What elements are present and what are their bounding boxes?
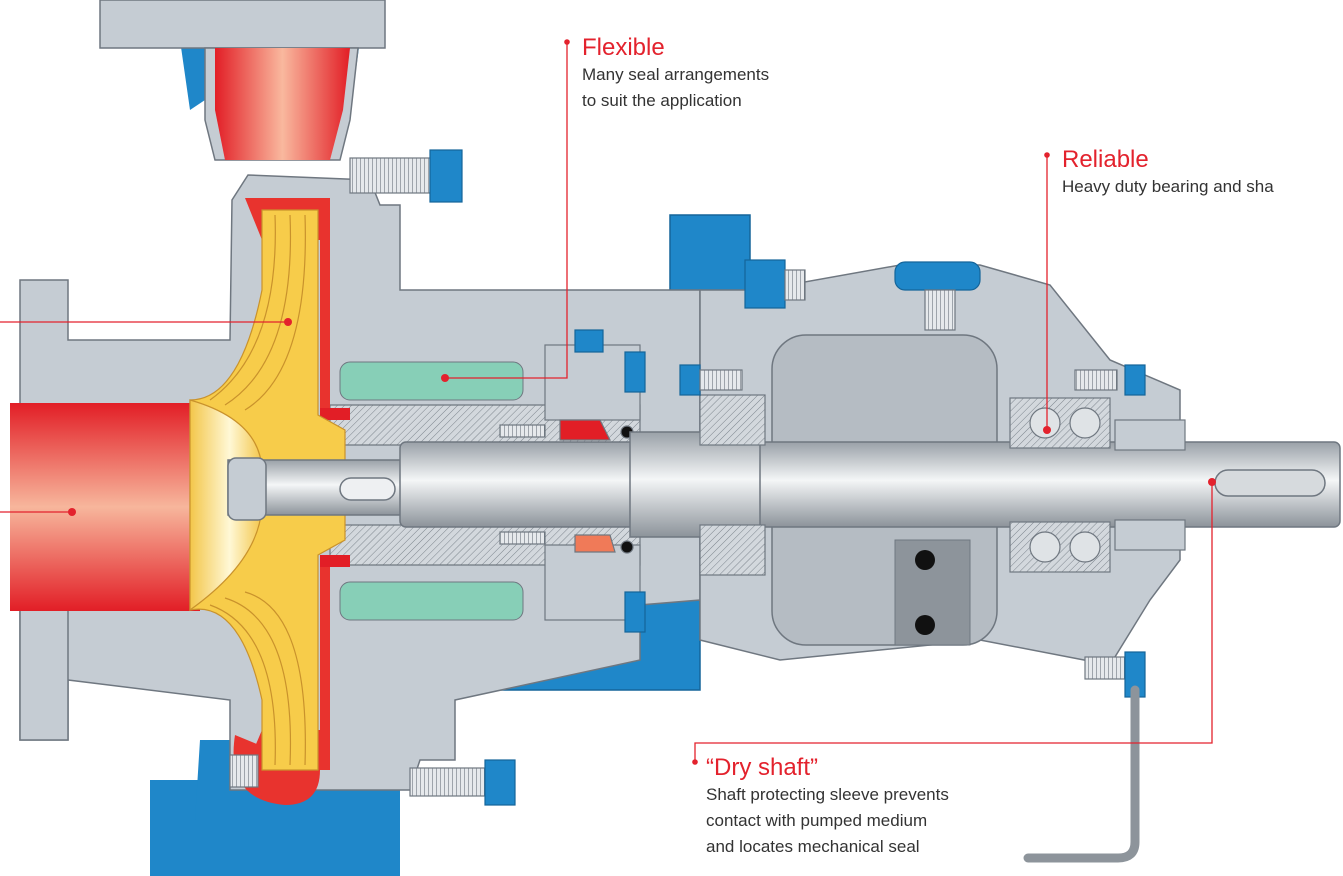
callout-flexible-title: Flexible [582,34,665,61]
callout-dry-shaft-line3: and locates mechanical seal [706,837,920,856]
vent-hole-lower [915,615,935,635]
callout-dry-shaft: “Dry shaft” Shaft protecting sleeve prev… [706,754,949,860]
vent-hole-upper [915,550,935,570]
callout-reliable-title: Reliable [1062,146,1149,173]
bearings [699,394,1186,576]
callout-flexible-line1: Many seal arrangements [582,65,770,84]
seal-channel-lower [339,581,524,621]
bolts [229,149,1146,806]
callout-leaders [0,42,1213,762]
callout-reliable-line1: Heavy duty bearing and sha [1062,177,1274,196]
callout-dry-shaft-line2: contact with pumped medium [706,811,928,830]
callout-dry-shaft-title: “Dry shaft” [706,754,819,781]
flow-passages [10,48,350,805]
callout-dry-shaft-line1: Shaft protecting sleeve prevents [706,785,949,804]
callout-flexible-line2: to suit the application [582,91,742,110]
callout-reliable: Reliable Heavy duty bearing and sha [1062,146,1274,200]
drain-tube [1023,685,1140,863]
callout-dots [68,39,1216,765]
callout-flexible: Flexible Many seal arrangements to suit … [582,34,769,114]
shaft [227,431,1341,538]
seal-chamber [329,344,641,621]
seal-channel-upper [339,361,524,401]
